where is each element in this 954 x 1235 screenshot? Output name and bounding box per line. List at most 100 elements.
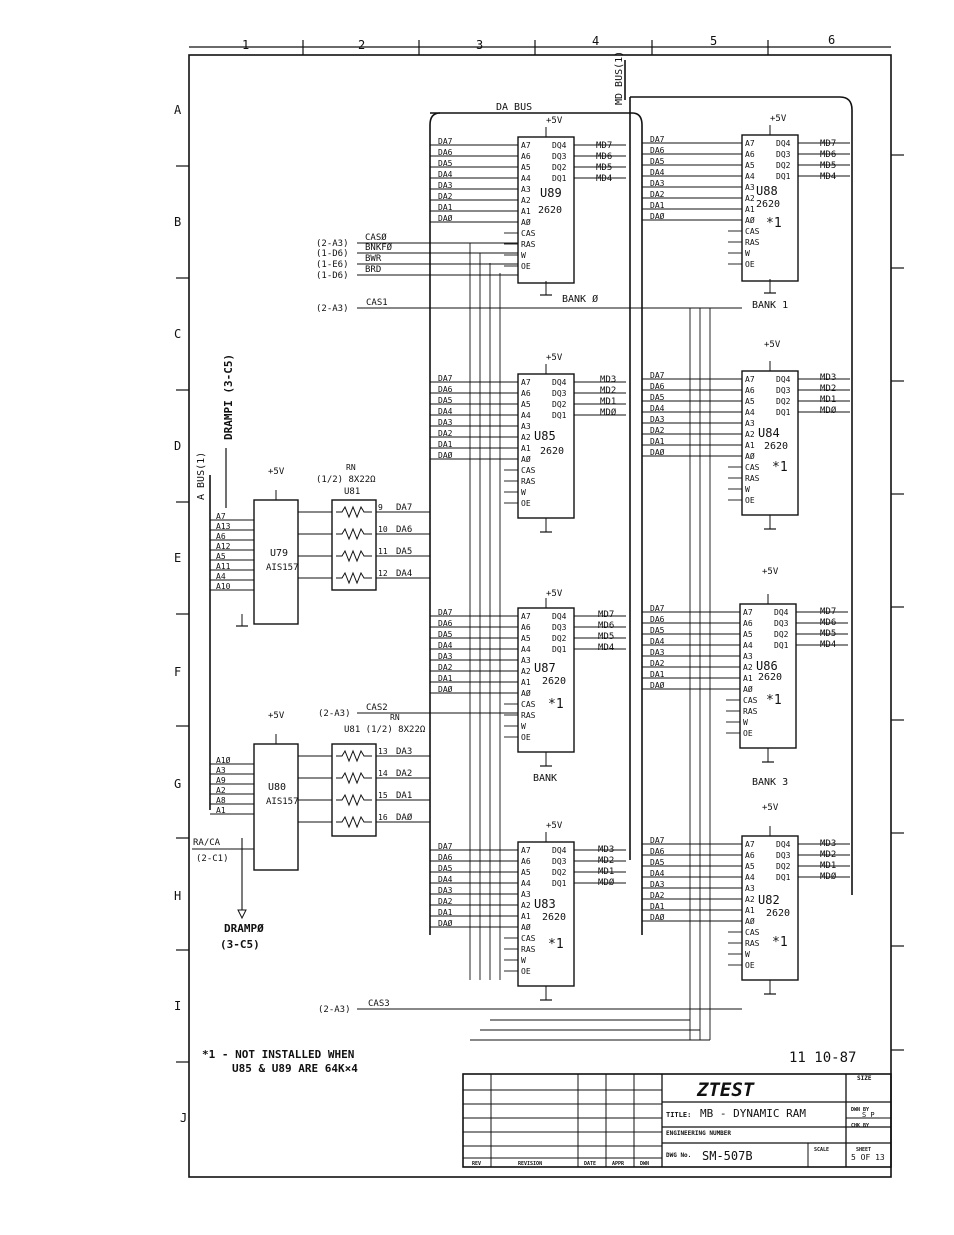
address-net-label: DA3 (438, 886, 453, 895)
da-bus-left (429, 112, 441, 935)
cas-ref: (2-A3) (316, 304, 349, 314)
control-ref: (1-D6) (316, 271, 349, 281)
svg-text:MD4: MD4 (820, 172, 836, 182)
pin-label: DQ4 (774, 608, 789, 617)
pin-label: CAS (521, 934, 536, 943)
control-net: BWR (365, 254, 382, 264)
pin-label: RAS (521, 477, 536, 486)
drawing-title: MB - DYNAMIC RAM (700, 1107, 806, 1120)
pin-label: DQ3 (552, 623, 567, 632)
row-label: J (180, 1111, 187, 1125)
pin-label: A7 (521, 141, 531, 150)
resistor-symbol (336, 749, 372, 763)
pin-label: A4 (521, 645, 531, 654)
svg-text:MDØ: MDØ (598, 877, 615, 888)
pin-label: A6 (521, 389, 531, 398)
chip-u88: +5V U88 2620 *1 MD7 MD6 MD5 MD4 (741, 114, 836, 282)
pin-label: AØ (521, 922, 531, 932)
pin-label: A2 (743, 663, 753, 672)
svg-text:MD4: MD4 (596, 174, 612, 184)
company-logo-text: ZTEST (696, 1079, 755, 1101)
address-net-label: DA2 (650, 659, 665, 668)
pin-label: DQ3 (776, 150, 791, 159)
address-net-label: DA7 (650, 604, 665, 613)
pin-label: A2 (521, 433, 531, 442)
svg-text:MDØ: MDØ (820, 871, 837, 882)
rn-chip: U81 (344, 487, 360, 497)
pin-label: DQ3 (774, 619, 789, 628)
address-net-label: DA5 (438, 630, 453, 639)
pin-label: A1 (745, 906, 755, 915)
chip-data-pins: MD3 MD2 MD1 MDØ (820, 839, 837, 882)
address-net-label: DA7 (438, 137, 453, 146)
a-bus-label: A BUS(1) (196, 452, 207, 500)
pin-label: AØ (745, 451, 755, 461)
svg-text:MDØ: MDØ (600, 407, 617, 418)
address-net-label: DA4 (650, 404, 665, 413)
pin-label: DQ2 (552, 400, 567, 409)
pin-label: DQ4 (552, 378, 567, 387)
title-label: TITLE: (666, 1111, 691, 1119)
pin-label: A6 (745, 851, 755, 860)
chip-part: 2620 (540, 446, 564, 457)
pin-label: OE (521, 967, 531, 976)
address-net-label: DA1 (650, 437, 665, 446)
chip-u82: +5V U82 2620 *1 MD3 MD2 MD1 MDØ (741, 803, 837, 981)
address-net-label: DA1 (438, 674, 453, 683)
pin-label: A4 (745, 873, 755, 882)
pin-label: AØ (743, 684, 753, 694)
rn-pin: 12 (378, 569, 388, 578)
address-net-label: DAØ (650, 211, 665, 221)
address-net-label: DA2 (650, 426, 665, 435)
resistor-symbol (336, 771, 372, 785)
pin-label: A5 (521, 868, 531, 877)
drawing-border (188, 54, 892, 1178)
address-net-label: DA6 (438, 385, 453, 394)
mux-part: AIS157 (266, 563, 299, 573)
resistor-symbol (336, 505, 372, 519)
pin-label: DQ4 (776, 375, 791, 384)
cas-net: CAS3 (368, 999, 390, 1009)
da-output-label: DAØ (396, 812, 413, 823)
pin-label: DQ3 (552, 857, 567, 866)
control-net: CASØ (365, 232, 387, 243)
address-net-label: DAØ (438, 918, 453, 928)
address-net-label: DA5 (650, 157, 665, 166)
pin-label: A1 (521, 678, 531, 687)
pin-label: CAS (745, 928, 760, 937)
address-net-label: DAØ (650, 447, 665, 457)
pin-label: CAS (745, 227, 760, 236)
address-net-label: DA6 (650, 615, 665, 624)
pin-label: A5 (745, 397, 755, 406)
pin-label: RAS (745, 939, 760, 948)
address-net-label: DA3 (438, 418, 453, 427)
svg-text:MD4: MD4 (598, 643, 614, 653)
address-net-label: DA7 (650, 371, 665, 380)
md-bus-label: MD BUS(1) (614, 51, 625, 105)
mux-input-label: A11 (216, 562, 231, 571)
address-net-label: DA6 (650, 847, 665, 856)
drampi-label: DRAMPI (3-C5) (222, 354, 235, 440)
pin-label: A2 (521, 196, 531, 205)
address-net-label: DA1 (650, 201, 665, 210)
pin-label: DQ1 (774, 641, 789, 650)
row-label: G (174, 777, 181, 791)
address-net-label: DA3 (650, 179, 665, 188)
pin-label: CAS (521, 466, 536, 475)
pin-label: A7 (521, 378, 531, 387)
note-line-1: *1 - NOT INSTALLED WHEN (202, 1048, 354, 1061)
rn-ref: U81 (1/2) 8X22Ω (344, 725, 426, 735)
pin-label: AØ (521, 217, 531, 227)
svg-text:MD5: MD5 (820, 161, 836, 171)
resistor-network-u81a: RN (1/2) 8X22Ω U81 (316, 463, 377, 591)
row-label: B (174, 215, 181, 229)
date-stamp: 11 10-87 (789, 1050, 856, 1066)
pin-label: AØ (521, 688, 531, 698)
pin-label: A2 (521, 667, 531, 676)
address-net-label: DA2 (438, 663, 453, 672)
chip-power: +5V (762, 567, 779, 577)
address-net-label: DAØ (438, 213, 453, 223)
pin-label: A1 (745, 205, 755, 214)
rn-pin: 11 (378, 547, 388, 556)
svg-text:MDØ: MDØ (820, 405, 837, 416)
